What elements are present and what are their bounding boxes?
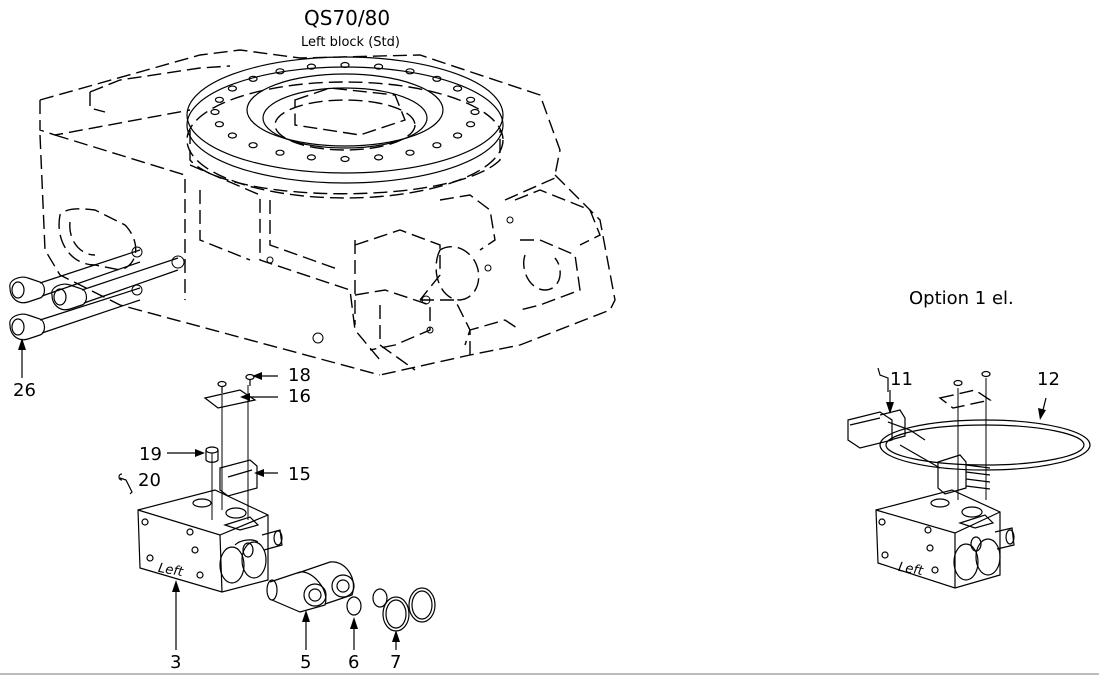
option-cable-12 (847, 367, 1091, 500)
electrical-parts-left (118, 372, 278, 520)
bolt-hole (275, 149, 285, 156)
page-subtitle: Left block (Std) (301, 35, 400, 50)
bolt-hole (432, 75, 442, 82)
ring-bolt-holes (210, 61, 480, 163)
bolt-hole (466, 96, 476, 103)
bolt-hole (306, 63, 316, 70)
bolt-hole (248, 75, 258, 82)
part-label-15: 15 (288, 464, 311, 485)
part-label-11: 11 (890, 369, 913, 390)
bolt-hole (227, 85, 237, 92)
bolt-hole (248, 142, 258, 149)
option-valve-block (875, 489, 1015, 589)
part-label-5: 5 (300, 652, 312, 673)
rotary-ring (186, 56, 504, 199)
part-label-19: 19 (139, 444, 162, 465)
bolt-hole (275, 68, 285, 75)
bolt-hole (470, 108, 480, 116)
part-label-16: 16 (288, 386, 311, 407)
bolt-hole (453, 132, 463, 139)
part-label-6: 6 (348, 652, 360, 673)
seals-6 (346, 588, 388, 650)
part-label-18: 18 (288, 365, 311, 386)
bolt-hole (374, 63, 384, 70)
bolt-hole (306, 154, 316, 161)
part-label-3: 3 (170, 652, 182, 673)
bolt-hole (453, 85, 463, 92)
bolt-hole (405, 68, 415, 75)
part-label-20: 20 (138, 470, 161, 491)
rings-7 (382, 587, 436, 650)
bolt-hole (214, 96, 224, 103)
left-valve-block (137, 489, 283, 650)
bolt-hole (227, 132, 237, 139)
bolt-hole (374, 154, 384, 161)
bottom-rule (0, 673, 1099, 675)
bolt-hole (466, 121, 476, 128)
part-label-7: 7 (390, 652, 402, 673)
cartridges-5 (266, 561, 355, 650)
bolt-hole (432, 142, 442, 149)
bolt-hole (340, 61, 350, 69)
bolt-hole (340, 155, 350, 163)
screws-26 (9, 249, 179, 378)
part-label-26: 26 (13, 380, 36, 401)
bolt-hole (210, 108, 220, 116)
bolt-hole (214, 121, 224, 128)
option-label: Option 1 el. (909, 288, 1014, 309)
bolt-hole (405, 149, 415, 156)
part-label-12: 12 (1037, 369, 1060, 390)
page-title: QS70/80 (304, 6, 391, 30)
housing-phantom (39, 49, 616, 376)
